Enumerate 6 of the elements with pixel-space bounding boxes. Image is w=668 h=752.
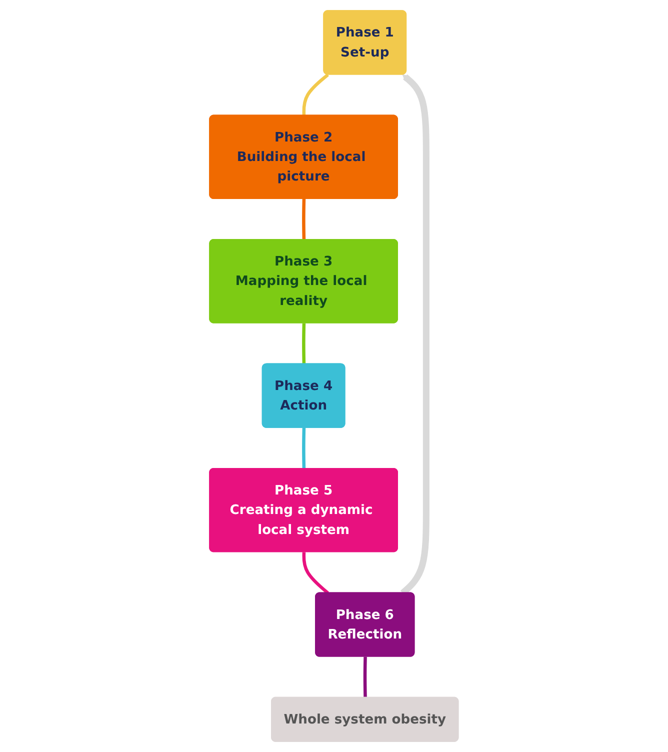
connector <box>302 198 306 240</box>
connector <box>363 656 367 698</box>
connector <box>302 73 330 116</box>
connector <box>302 323 306 364</box>
connector <box>302 428 306 469</box>
connector <box>302 552 330 594</box>
